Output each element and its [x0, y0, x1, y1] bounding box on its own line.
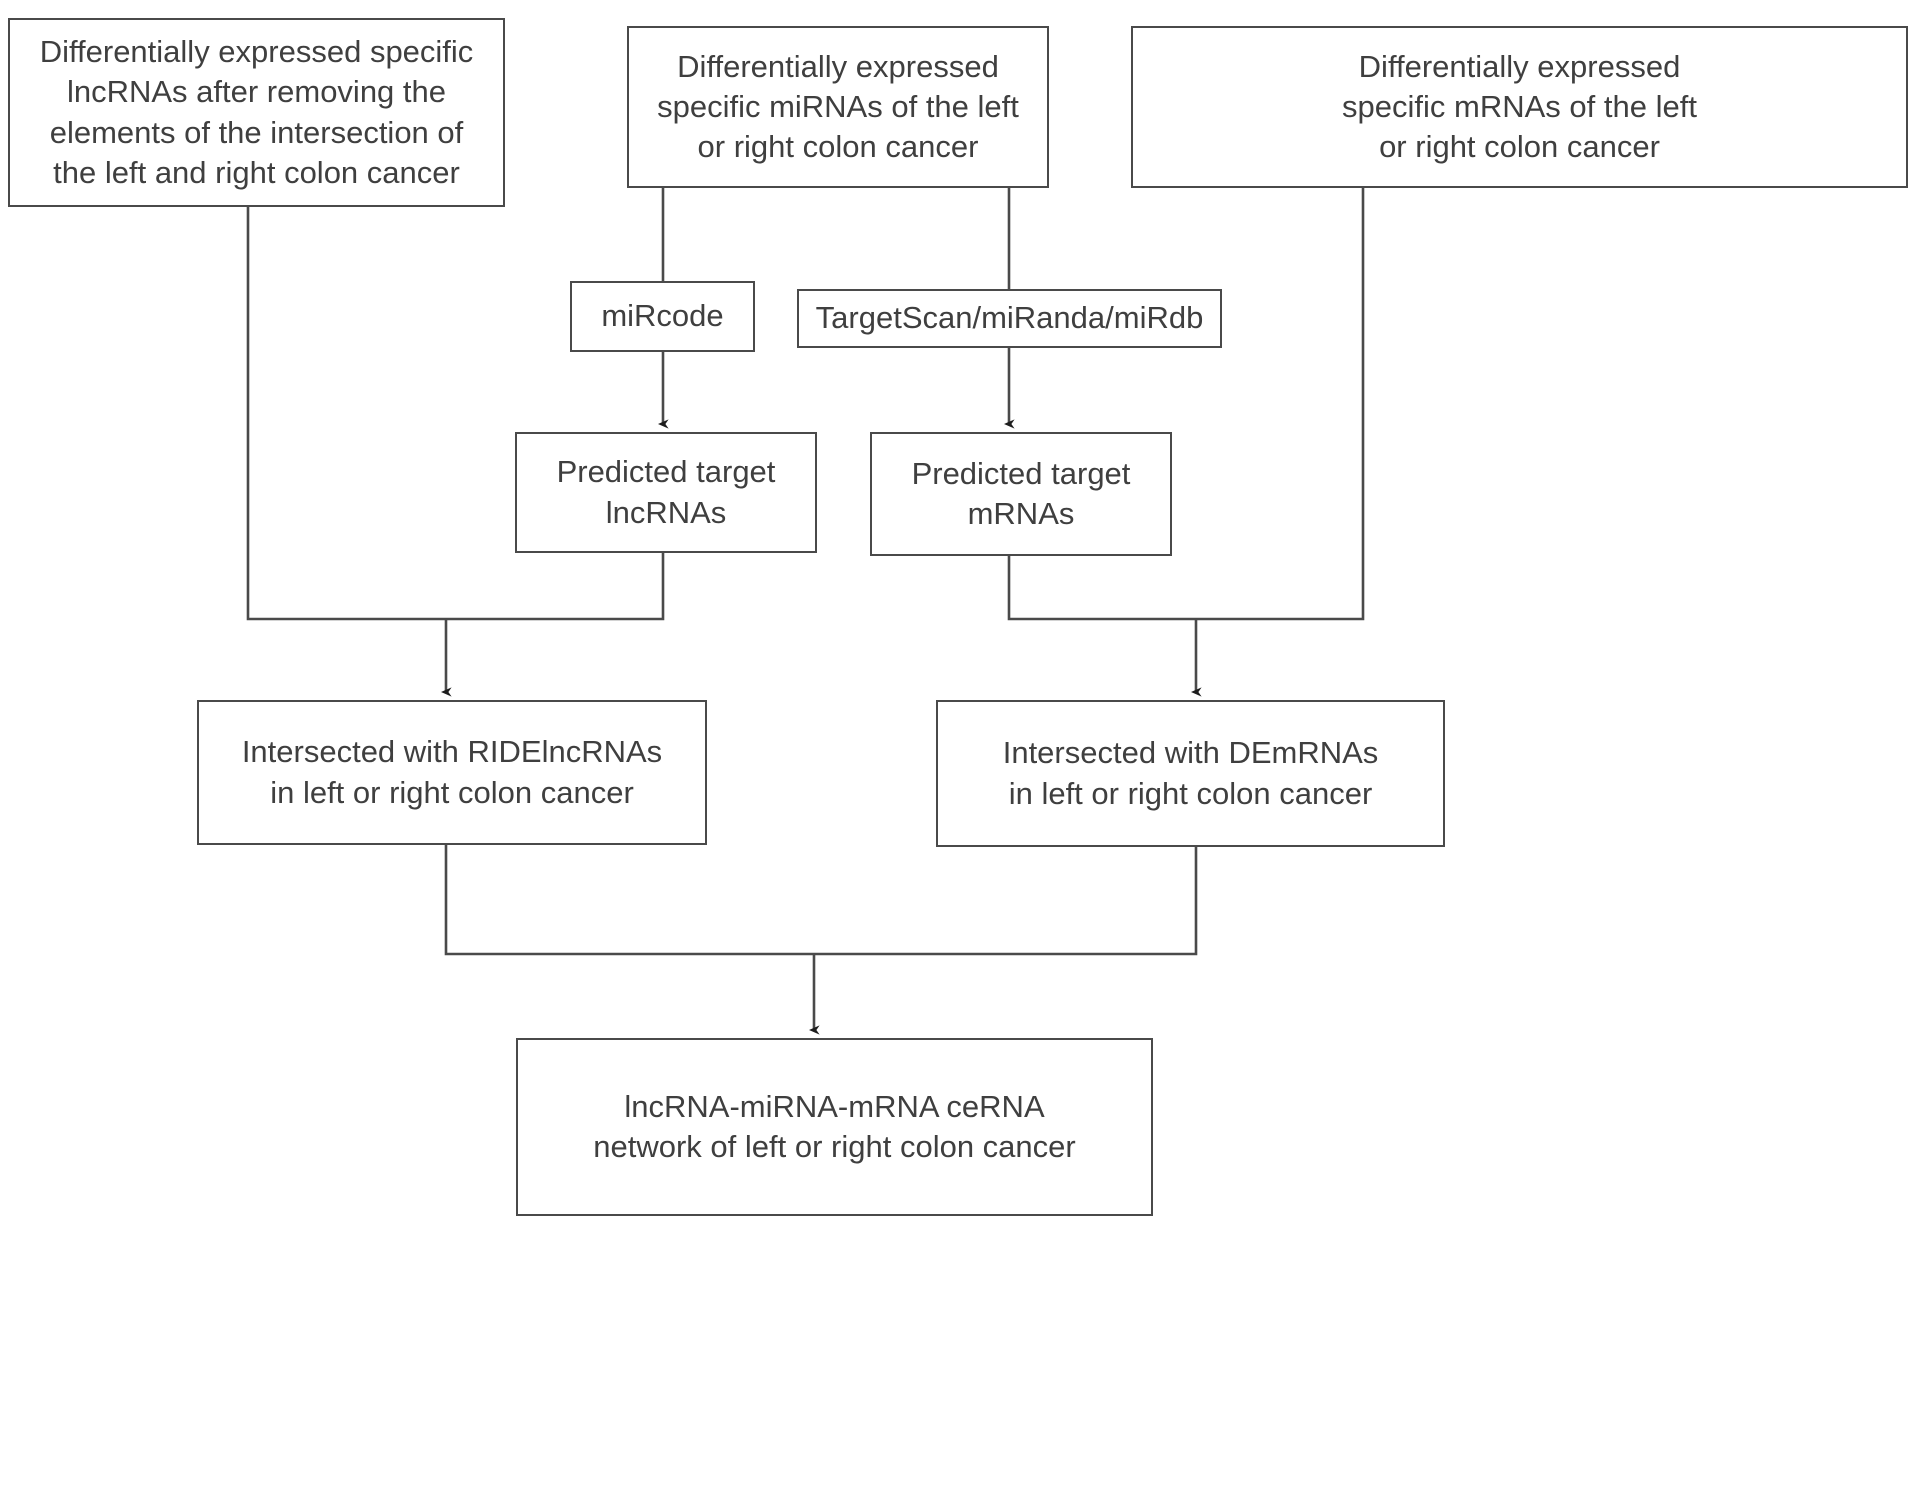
edge-intmrna-to-bus-bottom [814, 847, 1198, 956]
node-label: Intersected with RIDElncRNAs in left or … [241, 734, 663, 810]
edge-intlnc-to-bus-bottom [444, 845, 814, 956]
node-label: Predicted target mRNAs [911, 455, 1131, 531]
node-differentially-expressed-mirnas: Differentially expressed specific miRNAs… [627, 26, 1049, 188]
node-label: lncRNA-miRNA-mRNA ceRNA network of left … [593, 1088, 1076, 1164]
node-intersected-with-ridelncrnas: Intersected with RIDElncRNAs in left or … [197, 700, 707, 845]
node-mircode-database: miRcode [570, 281, 755, 352]
node-label: Intersected with DEmRNAs in left or righ… [1002, 735, 1379, 811]
node-differentially-expressed-lncrnas: Differentially expressed specific lncRNA… [8, 18, 505, 207]
node-label: miRcode [601, 298, 724, 334]
node-label: Differentially expressed specific miRNAs… [657, 48, 1019, 165]
edge-predlnc-to-bus-left [446, 553, 665, 621]
edge-demrna-to-bus-right [1196, 188, 1365, 621]
node-differentially-expressed-mrnas: Differentially expressed specific mRNAs … [1131, 26, 1908, 188]
node-predicted-target-mrnas: Predicted target mRNAs [870, 432, 1172, 556]
node-predicted-target-lncrnas: Predicted target lncRNAs [515, 432, 817, 553]
edge-predmrna-to-bus-right [1007, 556, 1196, 621]
edge-delnc-to-bus-left [246, 207, 446, 621]
node-intersected-with-demrnas: Intersected with DEmRNAs in left or righ… [936, 700, 1445, 847]
node-cerna-network: lncRNA-miRNA-mRNA ceRNA network of left … [516, 1038, 1153, 1216]
node-label: TargetScan/miRanda/miRdb [815, 300, 1204, 336]
node-label: Differentially expressed specific mRNAs … [1342, 48, 1697, 165]
node-label: Differentially expressed specific lncRNA… [39, 33, 474, 190]
node-label: Predicted target lncRNAs [556, 454, 776, 530]
node-targetscan-miranda-mirdb-databases: TargetScan/miRanda/miRdb [797, 289, 1222, 348]
